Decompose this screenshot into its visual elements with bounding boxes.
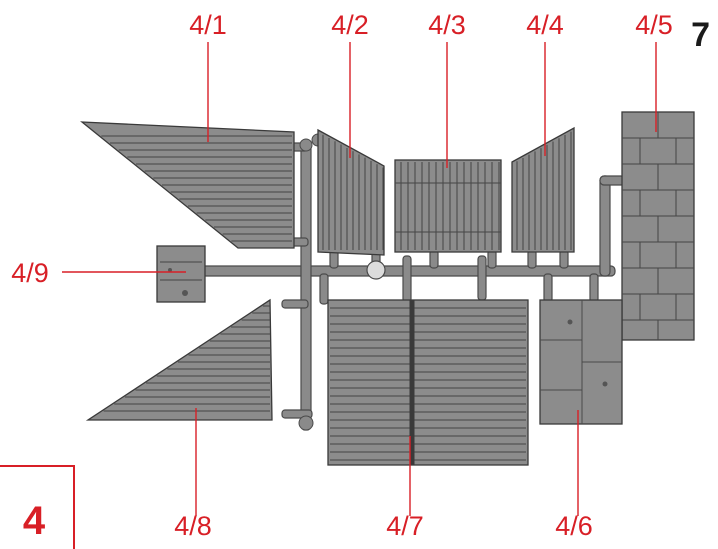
label-4-6: 4/6 — [555, 511, 593, 541]
step-badge: 4 — [0, 465, 75, 549]
part-4-2 — [317, 128, 385, 256]
label-4-4: 4/4 — [526, 10, 564, 40]
part-4-4 — [511, 126, 575, 253]
label-4-7: 4/7 — [386, 511, 424, 541]
part-4-7 — [327, 299, 529, 466]
step-number: 4 — [23, 499, 46, 543]
label-4-8: 4/8 — [174, 511, 212, 541]
label-4-1: 4/1 — [189, 10, 227, 40]
sheet-number: 7 — [691, 16, 710, 54]
part-4-9 — [156, 245, 206, 303]
part-4-1 — [80, 121, 295, 249]
part-4-6 — [539, 299, 623, 425]
part-4-5 — [621, 111, 695, 341]
part-4-8 — [85, 298, 273, 421]
part-labels: 4/1 4/2 4/3 4/4 4/5 4/6 4/7 4/8 4/9 — [11, 10, 673, 541]
label-4-2: 4/2 — [331, 10, 369, 40]
part-4-3 — [394, 159, 502, 253]
label-4-5: 4/5 — [635, 10, 673, 40]
label-4-9: 4/9 — [11, 258, 49, 288]
leader-lines — [62, 42, 657, 516]
label-4-3: 4/3 — [428, 10, 466, 40]
